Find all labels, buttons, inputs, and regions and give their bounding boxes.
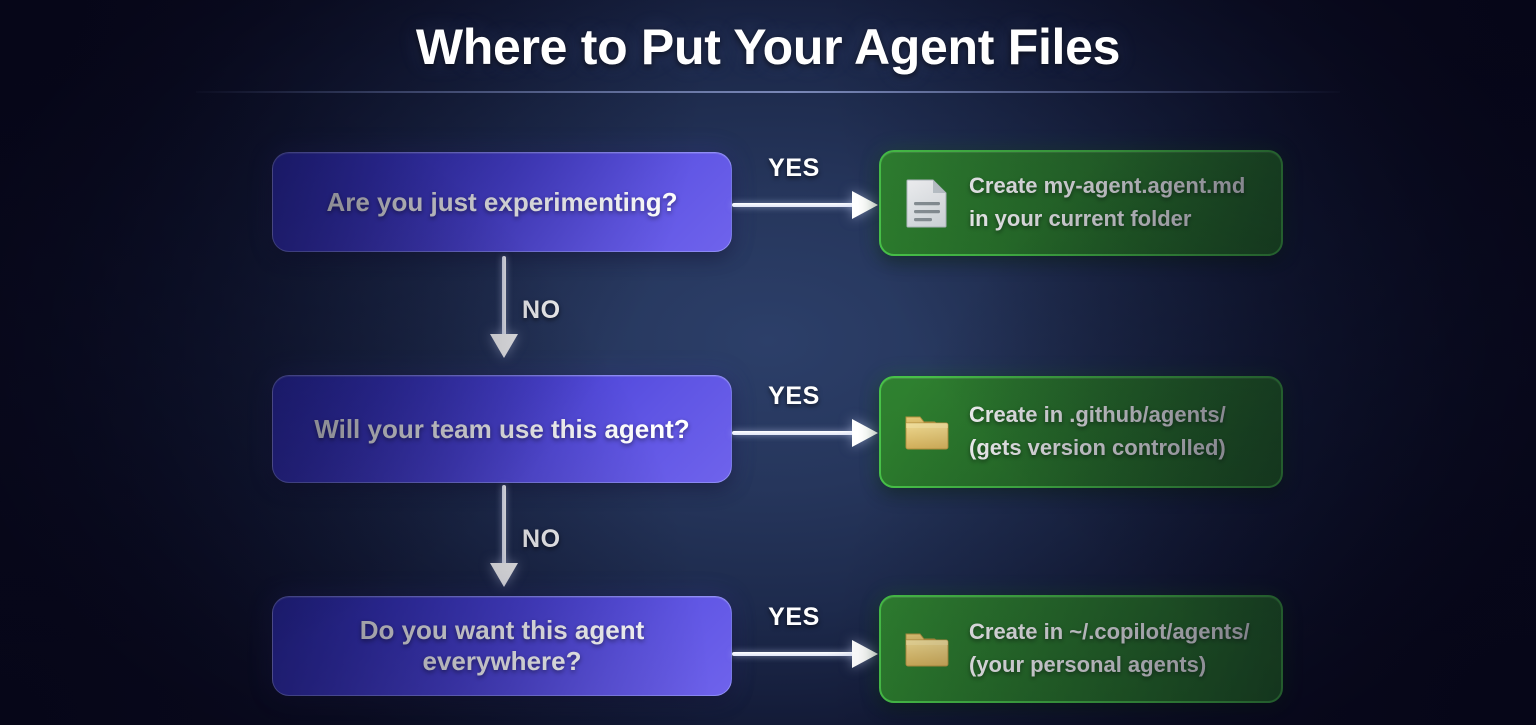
result-text: Create in .github/agents/ (gets version … <box>969 399 1226 464</box>
result-line-2: (your personal agents) <box>969 652 1207 677</box>
decision-box-everywhere[interactable]: Do you want this agent everywhere? <box>272 596 732 696</box>
yes-label-1: YES <box>768 154 820 182</box>
arrow-head-icon <box>490 563 518 587</box>
result-line-2: (gets version controlled) <box>969 435 1226 460</box>
result-box-current-folder[interactable]: Create my-agent.agent.md in your current… <box>879 150 1283 256</box>
result-line-1: Create in ~/.copilot/agents/ <box>969 619 1250 645</box>
result-line-2: in your current folder <box>969 206 1192 231</box>
decision-label: Do you want this agent everywhere? <box>359 615 645 676</box>
no-arrow-2: NO <box>487 485 607 595</box>
page-title: Where to Put Your Agent Files <box>415 19 1121 75</box>
result-line-1: Create in .github/agents/ <box>969 402 1226 428</box>
arrow-head-icon <box>490 334 518 358</box>
decision-label: Are you just experimenting? <box>326 186 678 217</box>
arrow-shaft <box>732 431 856 435</box>
decision-box-experimenting[interactable]: Are you just experimenting? <box>272 152 732 252</box>
title-divider <box>196 91 1340 93</box>
folder-icon <box>903 407 951 457</box>
yes-arrow-1: YES <box>732 154 879 225</box>
yes-arrow-2: YES <box>732 382 879 453</box>
document-icon <box>903 178 951 228</box>
folder-icon <box>903 624 951 674</box>
arrow-shaft <box>732 203 856 207</box>
result-line-1: Create my-agent.agent.md <box>969 173 1246 199</box>
arrow-shaft <box>732 652 856 656</box>
arrow-shaft <box>502 485 506 567</box>
result-text: Create in ~/.copilot/agents/ (your perso… <box>969 616 1250 681</box>
result-box-copilot-agents[interactable]: Create in ~/.copilot/agents/ (your perso… <box>879 595 1283 703</box>
arrow-head-icon <box>852 640 878 668</box>
yes-label-3: YES <box>768 603 820 631</box>
yes-label-2: YES <box>768 382 820 410</box>
yes-arrow-3: YES <box>732 603 879 674</box>
no-label-1: NO <box>522 296 561 324</box>
no-label-2: NO <box>522 525 561 553</box>
arrow-head-icon <box>852 419 878 447</box>
result-text: Create my-agent.agent.md in your current… <box>969 170 1245 235</box>
result-box-github-agents[interactable]: Create in .github/agents/ (gets version … <box>879 376 1283 488</box>
arrow-shaft <box>502 256 506 338</box>
decision-label: Will your team use this agent? <box>314 413 690 444</box>
no-arrow-1: NO <box>487 256 607 366</box>
arrow-head-icon <box>852 191 878 219</box>
decision-box-team-use[interactable]: Will your team use this agent? <box>272 375 732 483</box>
